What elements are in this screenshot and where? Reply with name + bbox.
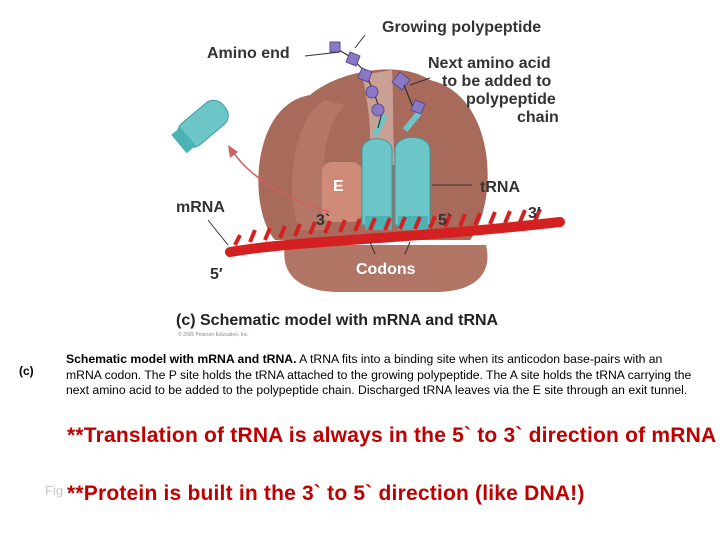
ribosome-translation-diagram: Growing polypeptide Amino end Next amino… [171,19,565,338]
note-protein-direction: **Protein is built in the 3` to 5` direc… [67,482,585,505]
mrna-label: mRNA [176,199,225,216]
copyright-text: © 2005 Pearson Education, Inc. [178,331,249,338]
diagram-heading: (c) Schematic model with mRNA and tRNA [176,312,499,329]
three-prime-left-label: 3` [316,212,330,229]
exit-arrow-icon [231,149,331,213]
amino-acid-chain-icon [329,41,426,129]
five-prime-left-label: 5′ [210,266,223,283]
trna-label: tRNA [480,179,520,196]
amino-end-label: Amino end [207,45,290,62]
next-amino-acid-line4: chain [517,109,559,126]
departing-trna-icon [171,99,229,154]
three-prime-right-label: 3′ [528,205,541,222]
note-translation-direction: **Translation of tRNA is always in the 5… [67,424,717,447]
e-site-label: E [333,178,344,195]
caption-label: (c) [19,364,34,378]
caption-title: Schematic model with mRNA and tRNA. [66,352,297,366]
caption-body: A tRNA fits into a binding site when its… [66,352,692,398]
mrna-strand-icon [225,208,565,257]
next-amino-acid-line3: polypeptide [466,91,556,108]
five-prime-center-label: 5` [438,212,452,229]
next-amino-acid-line2: to be added to [442,73,552,90]
exit-arrowhead-icon [228,145,238,158]
caption-text: Schematic model with mRNA and tRNA. A tR… [66,352,696,399]
figure-ghost-label: Fig [45,483,64,498]
growing-polypeptide-label: Growing polypeptide [382,19,541,36]
next-amino-acid-line1: Next amino acid [428,55,551,72]
leader-lines [207,34,472,255]
codons-label: Codons [356,261,416,278]
